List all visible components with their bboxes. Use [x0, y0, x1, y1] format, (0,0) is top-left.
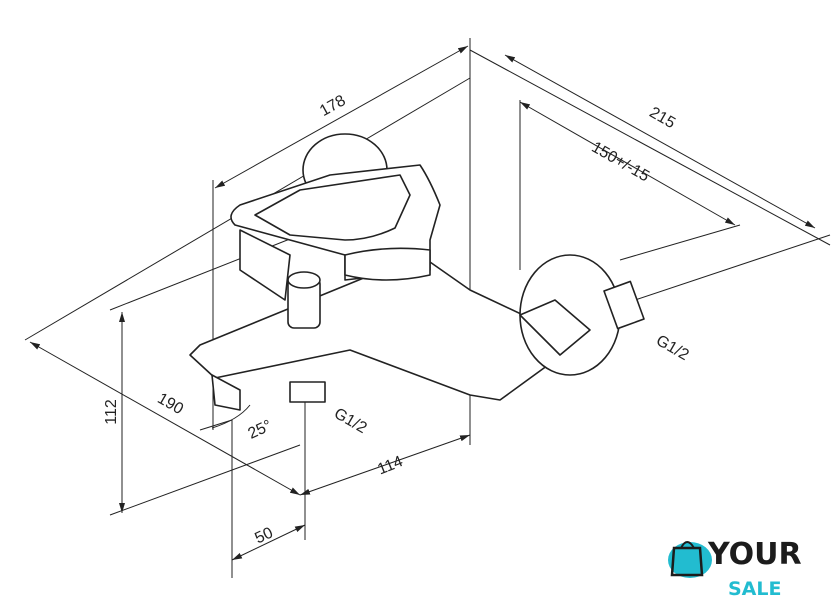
- dimension-215-label: 215: [646, 104, 678, 132]
- dimension-114-label: 114: [375, 453, 405, 478]
- thread-side-label: G1/2: [653, 332, 692, 364]
- dimension-112-label: 112: [103, 399, 120, 425]
- thread-bottom-label: G1/2: [331, 405, 370, 437]
- dimension-190-label: 190: [154, 390, 186, 418]
- yoursale-logo: YOUR SALE: [668, 537, 802, 600]
- dimension-150-label: 150+/-15: [588, 139, 652, 186]
- dimension-50-label: 50: [252, 524, 275, 547]
- dimension-lines: [29, 45, 816, 561]
- angle-label: 25°: [246, 417, 275, 443]
- svg-text:YOUR: YOUR: [707, 537, 802, 572]
- svg-text:SALE: SALE: [728, 578, 781, 600]
- faucet-body: [189, 133, 645, 411]
